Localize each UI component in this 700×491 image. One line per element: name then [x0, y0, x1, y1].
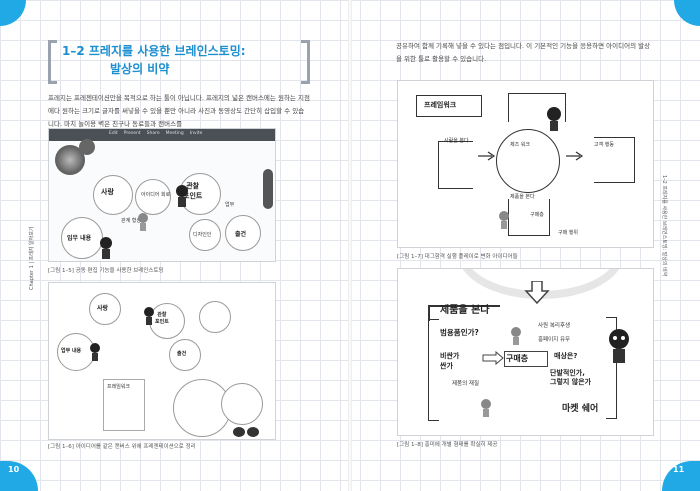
dark-bubble-small: [79, 139, 95, 155]
cartoon-character-icon: [144, 307, 154, 325]
label-oneoff: 단발적인가, 그렇지 않은가: [550, 369, 592, 386]
section-side-tab: 1–2 프레지를 사용한 브레인스토밍: 발상의 비약: [661, 175, 667, 277]
bubble-observe: [149, 303, 185, 339]
label-market-share: 마켓 쉐어: [562, 404, 599, 414]
cartoon-character-icon: [100, 237, 112, 259]
bubble-work: [57, 333, 95, 371]
cartoon-character-icon: [481, 399, 491, 417]
label-material: 제품의 재질: [452, 381, 480, 387]
bubble-outlet: [169, 339, 201, 371]
prezi-toolbar: [49, 129, 275, 141]
book-gutter: [348, 0, 352, 491]
cartoon-character-icon: [609, 329, 629, 363]
figure-4-sketch: 제품을 본다 범용품인가? 비싼가 싼가 제품의 재질 구매층 사원 복리후생 …: [397, 268, 654, 436]
label-task: 업무: [225, 202, 235, 208]
cartoon-character-icon: [511, 327, 521, 345]
title-bracket-right: [301, 40, 310, 84]
buyers-box: [504, 351, 548, 367]
label-see-product: 제품을 본다: [440, 305, 490, 316]
label-observe: 관찰 포인트: [155, 312, 169, 325]
label-relation: 관계 형상: [121, 218, 141, 224]
cartoon-character-icon: [499, 211, 509, 229]
bracket-left: [428, 319, 439, 421]
section-title: 1–2 프레지를 사용한 브레인스토밍: 발상의 비약: [48, 40, 310, 84]
cartoon-character-icon: [90, 343, 100, 361]
title-line-1: 1–2 프레지를 사용한 브레인스토밍:: [62, 44, 246, 58]
right-paragraph: 공유하여 함께 기록해 넣을 수 있다는 점입니다. 이 기본적인 기능을 응용…: [396, 42, 651, 63]
label-person: 사랑: [101, 188, 114, 196]
toolbar-invite[interactable]: Invite: [189, 131, 203, 136]
toolbar-edit[interactable]: Edit: [109, 131, 118, 136]
label-framework: 프레임워크: [424, 101, 457, 109]
center-circle: [496, 129, 560, 193]
bracket-right: [594, 137, 635, 183]
figure-3-caption: [그림 1–7] 대그함격 실행 플레이로 변화 아이디어들: [397, 254, 518, 260]
label-generic: 범용품인가?: [440, 328, 479, 337]
framework-box: [103, 379, 145, 431]
nav-dot: [247, 427, 259, 437]
toolbar-share[interactable]: Share: [146, 131, 160, 136]
cartoon-character-icon: [176, 185, 188, 207]
bracket-left: [438, 141, 473, 189]
bracket-title: [428, 305, 500, 321]
label-design: 디자인인: [193, 232, 212, 238]
toolbar-present[interactable]: Present: [123, 131, 141, 136]
bubble-person: [89, 293, 121, 325]
label-see-people: 사람을 본다: [444, 138, 469, 144]
title-line-2: 발상의 비약: [110, 62, 170, 76]
label-buyers: 구매층: [530, 212, 544, 218]
chapter-side-tab: Chapter 1 | 프레지 알아보기: [29, 226, 35, 290]
cartoon-character-icon: [138, 213, 148, 231]
title-bracket-left: [48, 40, 57, 84]
figure-2-screenshot: 사랑 관찰 포인트 업무 내용 출건 프레임워크: [48, 282, 276, 440]
label-behavior: 고객 행동: [594, 142, 614, 148]
toolbar-meeting[interactable]: Meeting: [165, 131, 184, 136]
bracket-right: [606, 317, 617, 419]
label-outlet: 출건: [235, 231, 247, 238]
figure-1-screenshot: Edit Present Share Meeting Invite 사랑 아이디…: [48, 128, 276, 262]
label-work: 입무 내용: [67, 235, 92, 242]
left-paragraph: 프레지는 프레젠테이션만을 목적으로 하는 툴이 아닙니다. 프레지의 넓은 캔…: [48, 94, 310, 128]
label-price: 비싼가 싼가: [440, 352, 460, 370]
label-purchase: 구매 행위: [558, 230, 578, 236]
label-homepage: 흥페이지 유무: [538, 337, 571, 343]
label-sales: 매상은?: [554, 352, 578, 360]
label-person: 사랑: [97, 305, 109, 312]
arrow-down-icon: [524, 281, 550, 305]
page-number-right: 11: [673, 465, 685, 474]
label-welfare: 사원 복리후생: [538, 323, 571, 329]
figure-3-sketch: 프레임워크 제즈 워크 사람을 본다 고객 행동 제품을 본다 구매층 구매 행…: [397, 80, 654, 248]
framework-frame: [416, 95, 482, 117]
label-buyers: 구매층: [506, 354, 529, 363]
label-observe: 관찰 포인트: [183, 182, 203, 200]
bubble-work: [61, 217, 103, 259]
cartoon-character-icon: [547, 107, 561, 131]
bubble-person: [93, 175, 133, 215]
bubble-right: [221, 383, 263, 425]
nav-dot: [233, 427, 245, 437]
arrow-right-icon: [478, 151, 496, 161]
toolbar-items: Edit Present Share Meeting Invite: [109, 131, 239, 139]
figure-2-caption: [그림 1–6] 아이디어를 같은 캔버스 위에 프레젠테이션으로 정리: [48, 444, 196, 450]
label-see-product: 제품을 본다: [510, 194, 535, 200]
label-outlet: 출건: [177, 351, 187, 357]
bubble-design: [189, 219, 221, 251]
label-needs: 제즈 워크: [510, 142, 530, 148]
label-idea: 아이디어 회로: [141, 192, 171, 198]
label-work: 업무 내용: [61, 348, 82, 354]
figure-4-caption: [그림 1–8] 흥미에 개별 형태를 확실히 제공: [397, 442, 498, 448]
bubble-idea: [135, 179, 171, 215]
bracket-top: [508, 93, 566, 122]
label-framework: 프레임워크: [107, 384, 131, 390]
bubble-small: [199, 301, 231, 333]
page-number-left: 10: [8, 465, 20, 474]
bubble-outlet: [225, 215, 261, 251]
arrow-right-icon: [482, 351, 504, 365]
arrow-right-icon: [566, 151, 584, 161]
zoom-controls[interactable]: [263, 169, 273, 209]
figure-1-caption: [그림 1–5] 공동 편집 기능을 사용한 브레인스토밍: [48, 268, 164, 274]
